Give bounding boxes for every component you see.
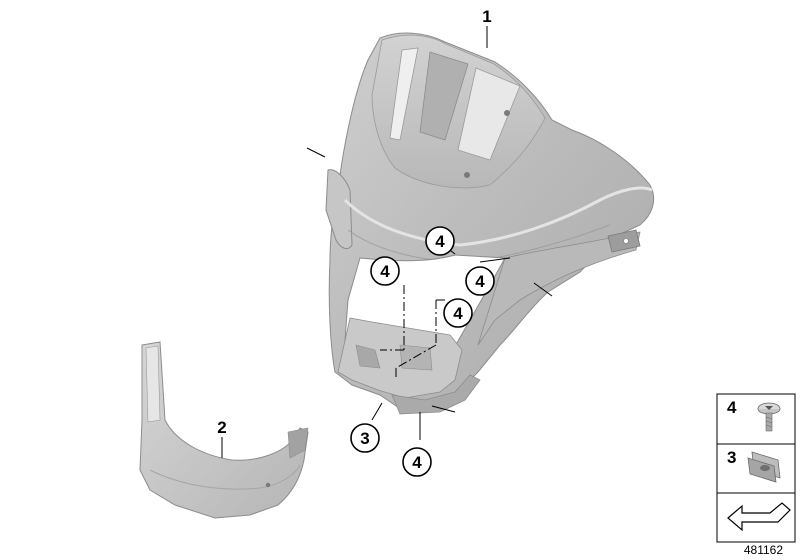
- svg-text:4: 4: [435, 232, 445, 251]
- svg-text:3: 3: [360, 429, 369, 448]
- svg-text:4: 4: [453, 304, 463, 323]
- part-label-1: 1: [482, 7, 491, 26]
- legend-number-3: 3: [727, 448, 736, 467]
- legend: 4 3: [716, 393, 796, 543]
- clip-nut-icon: [747, 451, 781, 483]
- callout-4-bottom: 4: [402, 447, 432, 477]
- callout-3: 3: [350, 423, 380, 453]
- callout-4-right: 4: [465, 266, 495, 296]
- svg-text:4: 4: [412, 453, 422, 472]
- arrow-icon: [727, 502, 791, 532]
- callout-4-middle: 4: [443, 298, 473, 328]
- part-number-1: 1: [482, 7, 491, 26]
- callout-4-left: 4: [370, 256, 400, 286]
- callout-4-top: 4: [425, 226, 455, 256]
- lower-trim-part-2: [139, 341, 309, 519]
- leader-lines: [221, 26, 553, 458]
- legend-row-arrow: [727, 502, 791, 532]
- screw-icon: [757, 402, 781, 432]
- fairing-part-1: [325, 32, 655, 415]
- svg-text:4: 4: [380, 262, 390, 281]
- legend-row-screw: 4: [727, 398, 781, 432]
- svg-text:4: 4: [475, 272, 485, 291]
- drawing-number: 481162: [744, 543, 783, 557]
- legend-number-4: 4: [727, 398, 737, 417]
- part-number-2: 2: [217, 418, 226, 437]
- part-label-2: 2: [217, 418, 226, 437]
- legend-row-clip-nut: 3: [727, 448, 781, 483]
